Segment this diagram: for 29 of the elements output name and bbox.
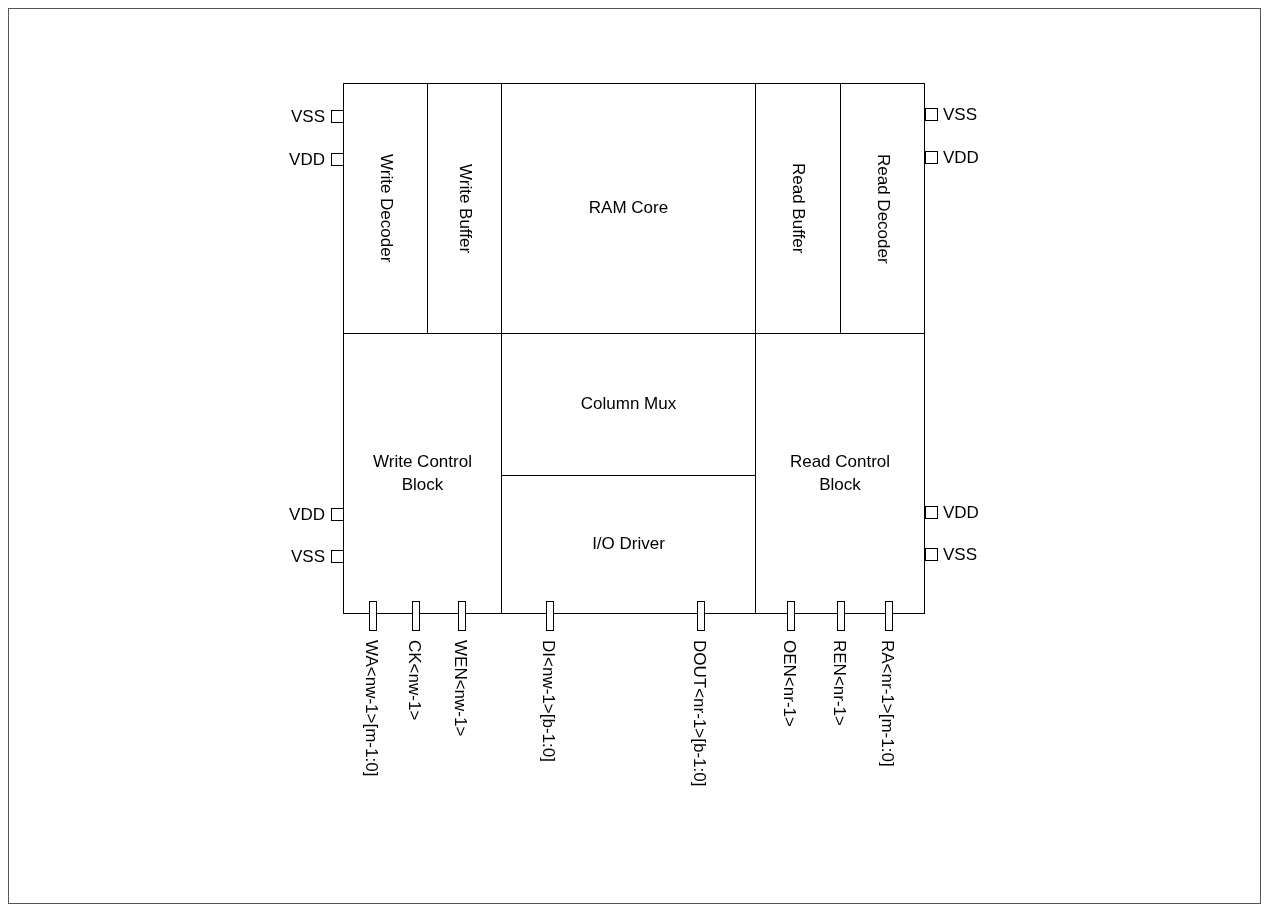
- circuit-block: [343, 333, 502, 614]
- block-label: Read Control Block: [788, 450, 892, 496]
- circuit-block: [755, 333, 925, 614]
- pin-label: RA<nr-1>[m-1:0]: [879, 640, 896, 767]
- pin-label: REN<nr-1>: [831, 640, 848, 726]
- pin-label: CK<nw-1>: [406, 640, 423, 721]
- pin-label: VDD: [943, 149, 979, 166]
- block-label: Write Buffer: [454, 163, 476, 254]
- pin-label: OEN<nr-1>: [781, 640, 798, 727]
- pin-label: VDD: [943, 504, 979, 521]
- block-label: RAM Core: [588, 197, 669, 220]
- pin-label: WEN<nw-1>: [452, 640, 469, 737]
- pin-label: VSS: [290, 548, 325, 565]
- block-label: I/O Driver: [592, 533, 665, 556]
- pin-label: DOUT<nr-1>[b-1:0]: [691, 640, 708, 787]
- pin-label: VDD: [289, 506, 325, 523]
- block-label: Read Decoder: [872, 153, 894, 264]
- block-label: Column Mux: [580, 393, 677, 416]
- pin-label: VSS: [943, 546, 978, 563]
- pin-label: VDD: [289, 151, 325, 168]
- block-label: Write Decoder: [375, 154, 397, 263]
- pin-label: VSS: [943, 106, 978, 123]
- circuit-block: [840, 83, 925, 334]
- circuit-block: [343, 83, 428, 334]
- block-label: Write Control Block: [372, 450, 473, 496]
- pin-label: DI<nw-1>[b-1:0]: [540, 640, 557, 762]
- block-label: Read Buffer: [788, 163, 810, 254]
- pin-label: VSS: [290, 108, 325, 125]
- pin-label: WA<nw-1>[m-1:0]: [363, 640, 380, 777]
